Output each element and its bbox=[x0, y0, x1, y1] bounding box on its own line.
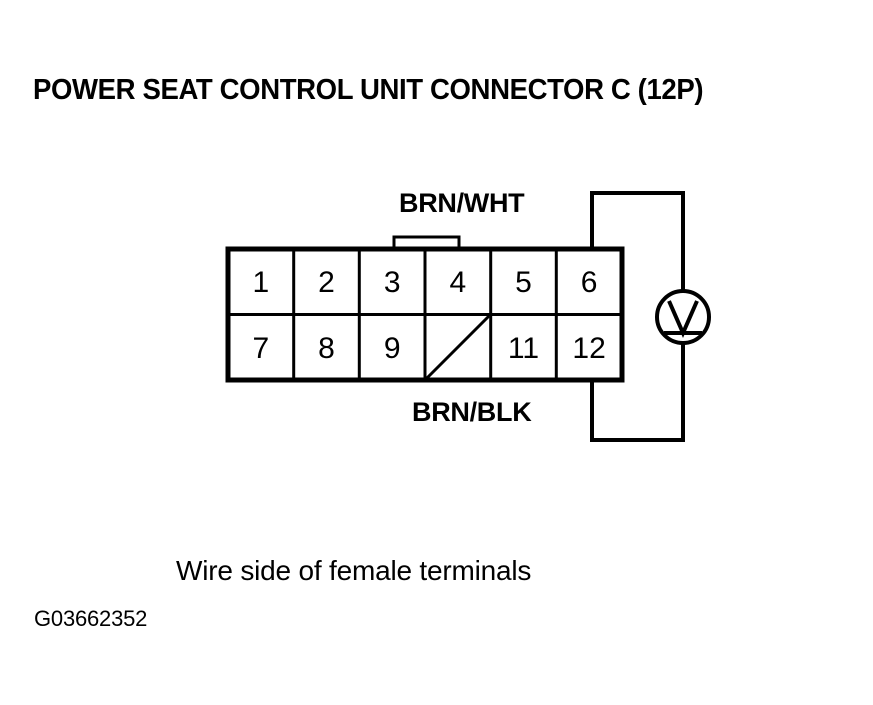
cell-dividers bbox=[292, 249, 558, 380]
wire-label-brn-blk: BRN/BLK bbox=[412, 397, 532, 427]
pin-label-9: 9 bbox=[384, 332, 401, 365]
voltmeter-circle bbox=[655, 289, 711, 345]
test-lead-wiring bbox=[590, 191, 685, 442]
pin-label-11: 11 bbox=[508, 332, 539, 365]
figure-caption: Wire side of female terminals bbox=[176, 555, 532, 586]
pin-label-2: 2 bbox=[318, 266, 335, 299]
pin-label-6: 6 bbox=[581, 266, 598, 299]
wire-label-brn-wht: BRN/WHT bbox=[399, 188, 525, 218]
pin-label-7: 7 bbox=[253, 332, 270, 365]
page-title: POWER SEAT CONTROL UNIT CONNECTOR C (12P… bbox=[33, 74, 704, 106]
pin-label-4: 4 bbox=[449, 266, 466, 299]
pin-number-row-2: 7 8 9 11 12 bbox=[253, 332, 606, 365]
pin-label-1: 1 bbox=[253, 266, 270, 299]
pin-label-3: 3 bbox=[384, 266, 401, 299]
blank-cavity-slash bbox=[425, 314, 491, 380]
voltmeter-v-icon bbox=[667, 300, 699, 338]
wire-brn-blk-lead bbox=[590, 344, 685, 442]
pin-label-8: 8 bbox=[318, 332, 335, 365]
pin-label-12: 12 bbox=[572, 332, 605, 365]
pin-number-row-1: 1 2 3 4 5 6 bbox=[253, 266, 598, 299]
wire-brn-wht-lead bbox=[590, 191, 685, 291]
voltmeter-symbol bbox=[655, 289, 711, 345]
pin-label-5: 5 bbox=[515, 266, 532, 299]
figure-id: G03662352 bbox=[34, 606, 148, 631]
locking-tab bbox=[392, 235, 461, 249]
